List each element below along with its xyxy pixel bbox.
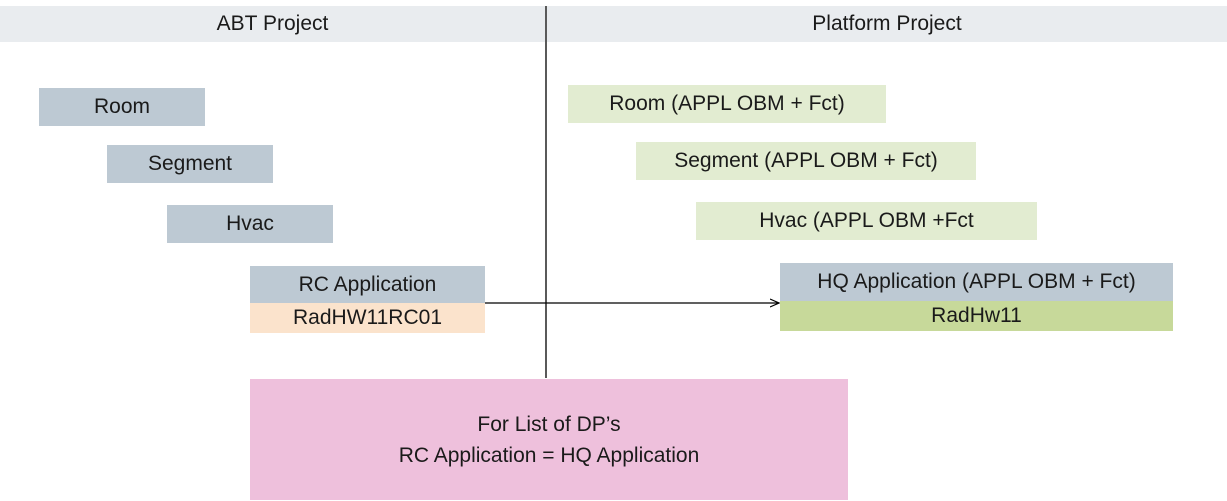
platform-hq-application-box: HQ Application (APPL OBM + Fct): [780, 263, 1173, 301]
platform-room-box: Room (APPL OBM + Fct): [568, 85, 886, 123]
abt-rc-application-box: RC Application: [250, 266, 485, 303]
abt-segment-box: Segment: [107, 145, 273, 183]
header-platform-project: Platform Project: [547, 6, 1227, 42]
abt-room-box: Room: [39, 88, 205, 126]
abt-hvac-box: Hvac: [167, 205, 333, 243]
note-line-2: RC Application = HQ Application: [398, 443, 700, 467]
platform-hq-application-id-box: RadHw11: [780, 301, 1173, 331]
note-line-1: For List of DP’s: [477, 412, 621, 436]
dp-list-note-box: For List of DP’s RC Application = HQ App…: [250, 379, 848, 500]
platform-segment-box: Segment (APPL OBM + Fct): [636, 142, 976, 180]
header-abt-project: ABT Project: [0, 6, 545, 42]
abt-rc-application-id-box: RadHW11RC01: [250, 303, 485, 333]
platform-hvac-box: Hvac (APPL OBM +Fct: [696, 202, 1037, 240]
